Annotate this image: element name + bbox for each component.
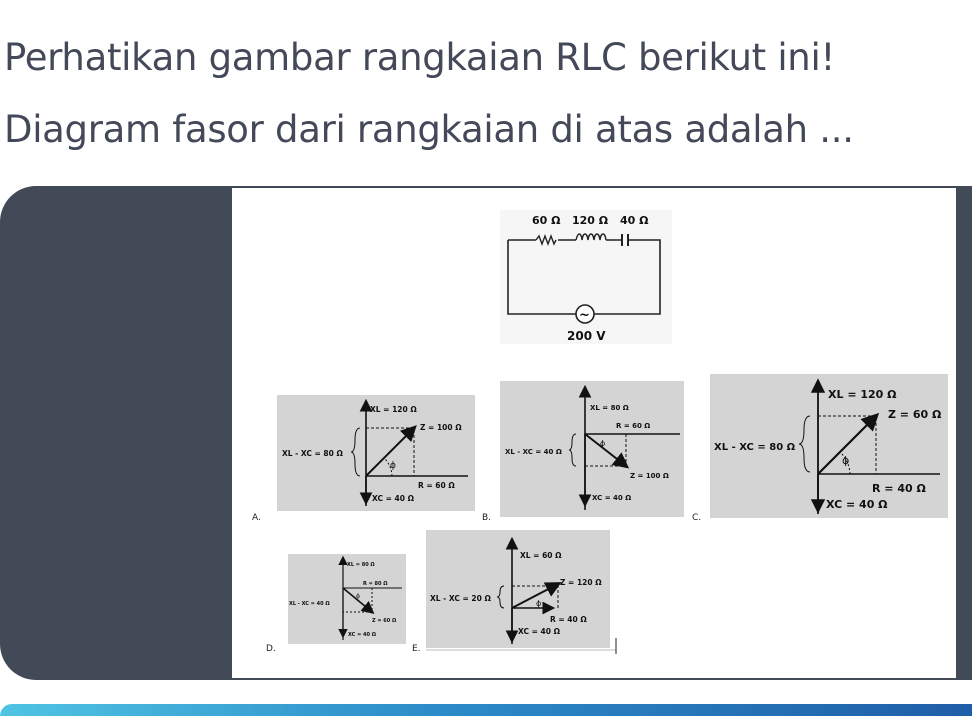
option-a-z: Z = 100 Ω xyxy=(420,423,462,432)
option-b-r: R = 60 Ω xyxy=(616,422,650,430)
option-b-xc: XC = 40 Ω xyxy=(592,494,631,502)
option-b-z: Z = 100 Ω xyxy=(630,472,669,480)
option-c-xl: XL = 120 Ω xyxy=(828,388,897,401)
option-a-phi: ϕ xyxy=(390,461,396,471)
option-d-diagram: XL = 80 Ω R = 80 Ω XL - XC = 40 Ω ϕ Z = … xyxy=(288,554,406,644)
question-line-1: Perhatikan gambar rangkaian RLC berikut … xyxy=(4,36,835,79)
option-d-xlxc: XL - XC = 40 Ω xyxy=(289,601,330,607)
option-d-xc: XC = 40 Ω xyxy=(348,632,377,638)
question-line-2: Diagram fasor dari rangkaian di atas ada… xyxy=(4,108,854,151)
option-c-letter: C. xyxy=(692,513,701,523)
circuit-c-label: 40 Ω xyxy=(620,214,649,227)
option-b-diagram: XL = 80 Ω R = 60 Ω XL - XC = 40 Ω ϕ Z = … xyxy=(500,381,684,517)
option-c-r: R = 40 Ω xyxy=(872,482,926,495)
option-e-xl: XL = 60 Ω xyxy=(520,551,562,560)
resistor-symbol xyxy=(535,234,557,246)
option-a-xlxc: XL - XC = 80 Ω xyxy=(282,449,343,458)
option-c-phi: ϕ xyxy=(842,454,849,467)
figure-svg: 60 Ω 120 Ω 40 Ω ~ 200 V XL = 120 Ω Z = 1… xyxy=(252,210,948,654)
circuit-wires xyxy=(507,239,661,315)
option-a-xl: XL = 120 Ω xyxy=(370,405,417,414)
option-e-r: R = 40 Ω xyxy=(550,615,587,624)
option-e-letter: E. xyxy=(412,644,421,654)
capacitor-symbol xyxy=(621,234,629,246)
option-e-phi: ϕ xyxy=(536,599,541,608)
question-figure: 60 Ω 120 Ω 40 Ω ~ 200 V XL = 120 Ω Z = 1… xyxy=(232,188,956,678)
option-c-z: Z = 60 Ω xyxy=(888,408,942,421)
rlc-circuit: 60 Ω 120 Ω 40 Ω ~ 200 V xyxy=(500,210,672,344)
option-d-r: R = 80 Ω xyxy=(363,581,388,587)
option-a-letter: A. xyxy=(252,513,261,523)
option-e-xc: XC = 40 Ω xyxy=(518,627,561,636)
circuit-voltage-label: 200 V xyxy=(567,329,606,343)
ac-source-tilde: ~ xyxy=(579,308,590,323)
option-b-xlxc: XL - XC = 40 Ω xyxy=(505,448,562,456)
option-e-xlxc: XL - XC = 20 Ω xyxy=(430,594,491,603)
card-right-edge xyxy=(956,188,972,678)
option-d-phi: ϕ xyxy=(356,593,360,600)
option-c-xc: XC = 40 Ω xyxy=(826,498,888,511)
option-b-phi: ϕ xyxy=(600,439,605,448)
option-b-letter: B. xyxy=(482,513,491,523)
option-e-z: Z = 120 Ω xyxy=(560,578,602,587)
option-a-diagram: XL = 120 Ω Z = 100 Ω XL - XC = 80 Ω ϕ R … xyxy=(277,395,475,511)
option-c-xlxc: XL - XC = 80 Ω xyxy=(714,442,796,453)
option-d-letter: D. xyxy=(266,644,276,654)
option-d-xl: XL = 80 Ω xyxy=(347,562,375,568)
circuit-l-label: 120 Ω xyxy=(572,214,609,227)
option-b-xl: XL = 80 Ω xyxy=(590,404,629,412)
option-a-r: R = 60 Ω xyxy=(418,481,455,490)
circuit-r-label: 60 Ω xyxy=(532,214,561,227)
option-a-xc: XC = 40 Ω xyxy=(372,494,415,503)
bottom-accent-bar xyxy=(0,704,972,716)
ac-source-symbol xyxy=(575,304,595,324)
option-c-diagram: XL = 120 Ω Z = 60 Ω XL - XC = 80 Ω ϕ R =… xyxy=(710,374,948,518)
option-e-diagram: XL = 60 Ω Z = 120 Ω XL - XC = 20 Ω ϕ R =… xyxy=(426,530,610,648)
inductor-symbol xyxy=(575,233,607,241)
option-d-z: Z = 60 Ω xyxy=(372,618,397,624)
